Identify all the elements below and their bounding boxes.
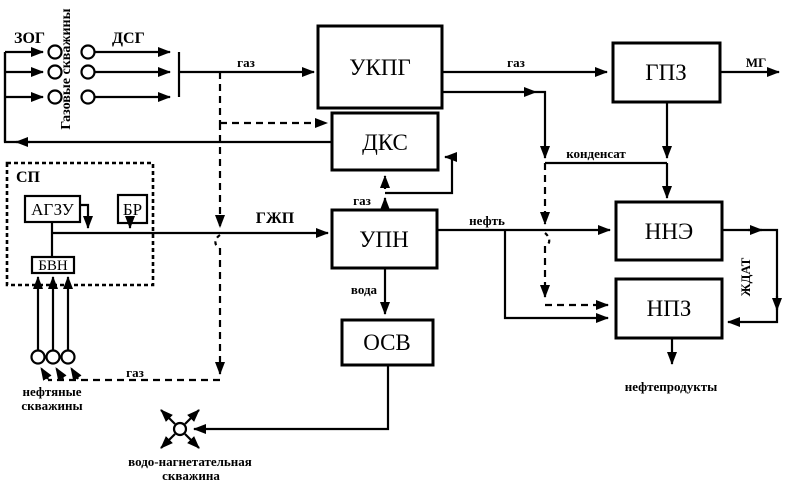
oil-wells-group	[30, 276, 76, 365]
dashed-gas-distribution	[40, 72, 328, 382]
gas-well-icon	[80, 64, 96, 80]
agzu-box	[23, 194, 82, 224]
condensate-group: конденсат	[442, 87, 672, 310]
agzu-out-arrow	[80, 203, 93, 229]
upn-label: УПН	[359, 227, 409, 252]
injection-well-label-2: скважина	[162, 468, 220, 483]
npz-label: НПЗ	[647, 296, 692, 321]
cond-elbow-down	[536, 90, 550, 159]
osv-box	[340, 318, 435, 367]
injection-well-group	[160, 409, 200, 449]
agzu-label: АГЗУ	[31, 200, 75, 219]
sp-group: СП АГЗУ БР БВН	[5, 161, 155, 287]
gas-lift-arrow-1	[40, 367, 52, 381]
sp-dashed-border	[5, 161, 155, 287]
gpz-label: ГПЗ	[645, 60, 686, 85]
gas-well-icon	[47, 89, 63, 105]
oil-to-npz-line	[503, 230, 609, 323]
br-label: БР	[123, 200, 142, 219]
gas-from-upn-label: газ	[353, 193, 371, 208]
oil-label: нефть	[469, 213, 505, 228]
npz-box	[614, 277, 724, 340]
water-label: вода	[351, 282, 378, 297]
nne-box	[614, 200, 724, 262]
gas-wells-vertical-label: Газовые скважины	[59, 8, 74, 129]
upn-gas-group: газ	[353, 152, 457, 210]
zhdat-label: ЖДАТ	[738, 257, 753, 296]
line-hop	[214, 234, 221, 249]
oil-wells-label-2: скважины	[21, 398, 82, 413]
dsg-label: ДСГ	[112, 30, 145, 47]
sp-label: СП	[16, 169, 41, 186]
gas-lift-arrow-2	[55, 367, 67, 381]
return-gas-line-group	[3, 52, 332, 147]
gas-wells-zog-group	[3, 44, 63, 142]
injection-well-icon	[172, 421, 188, 437]
oil-well-icon	[30, 349, 46, 365]
gas-lift-arrow-3	[70, 367, 82, 381]
osv-to-injection-line	[193, 365, 390, 434]
ukpg-label: УКПГ	[349, 55, 411, 80]
upn-gas-to-dks-side	[385, 152, 457, 195]
condensate-label: конденсат	[566, 146, 626, 161]
water-flow-group: вода	[193, 268, 390, 434]
injection-arrow-nw	[160, 409, 176, 425]
nne-label: ННЭ	[645, 219, 693, 244]
oil-well-icon	[60, 349, 76, 365]
gas-well-icon	[80, 89, 96, 105]
dks-box	[330, 111, 440, 172]
osv-label: ОСВ	[363, 330, 411, 355]
gas-in-label: газ	[237, 55, 255, 70]
gas-to-gpz-label: газ	[507, 55, 525, 70]
bvn-label: БВН	[38, 258, 68, 274]
injection-arrow-sw	[160, 433, 176, 449]
mg-label: МГ	[746, 55, 767, 70]
gas-well-icon	[47, 64, 63, 80]
oil-products-label: нефтепродукты	[625, 379, 718, 394]
gas-well-icon	[47, 44, 63, 60]
zog-label: ЗОГ	[14, 30, 45, 47]
gas-wells-dsg-group	[80, 44, 181, 105]
zhdat-group: ЖДАТ	[722, 225, 782, 327]
injection-arrow-se	[184, 433, 200, 449]
gas-lift-label: газ	[126, 365, 144, 380]
oil-flow-group: нефть	[437, 213, 611, 323]
dks-label: ДКС	[362, 130, 408, 155]
injection-well-label-1: водо-нагнетательная	[128, 454, 252, 469]
return-gas-line	[3, 52, 332, 144]
gzhp-label: ГЖП	[256, 210, 295, 227]
line-hop	[544, 232, 551, 247]
oil-well-icon	[45, 349, 61, 365]
ukpg-box	[316, 24, 444, 110]
oil-wells-label-1: нефтяные	[22, 384, 81, 399]
gas-well-icon	[80, 44, 96, 60]
injection-arrow-ne	[184, 409, 200, 425]
